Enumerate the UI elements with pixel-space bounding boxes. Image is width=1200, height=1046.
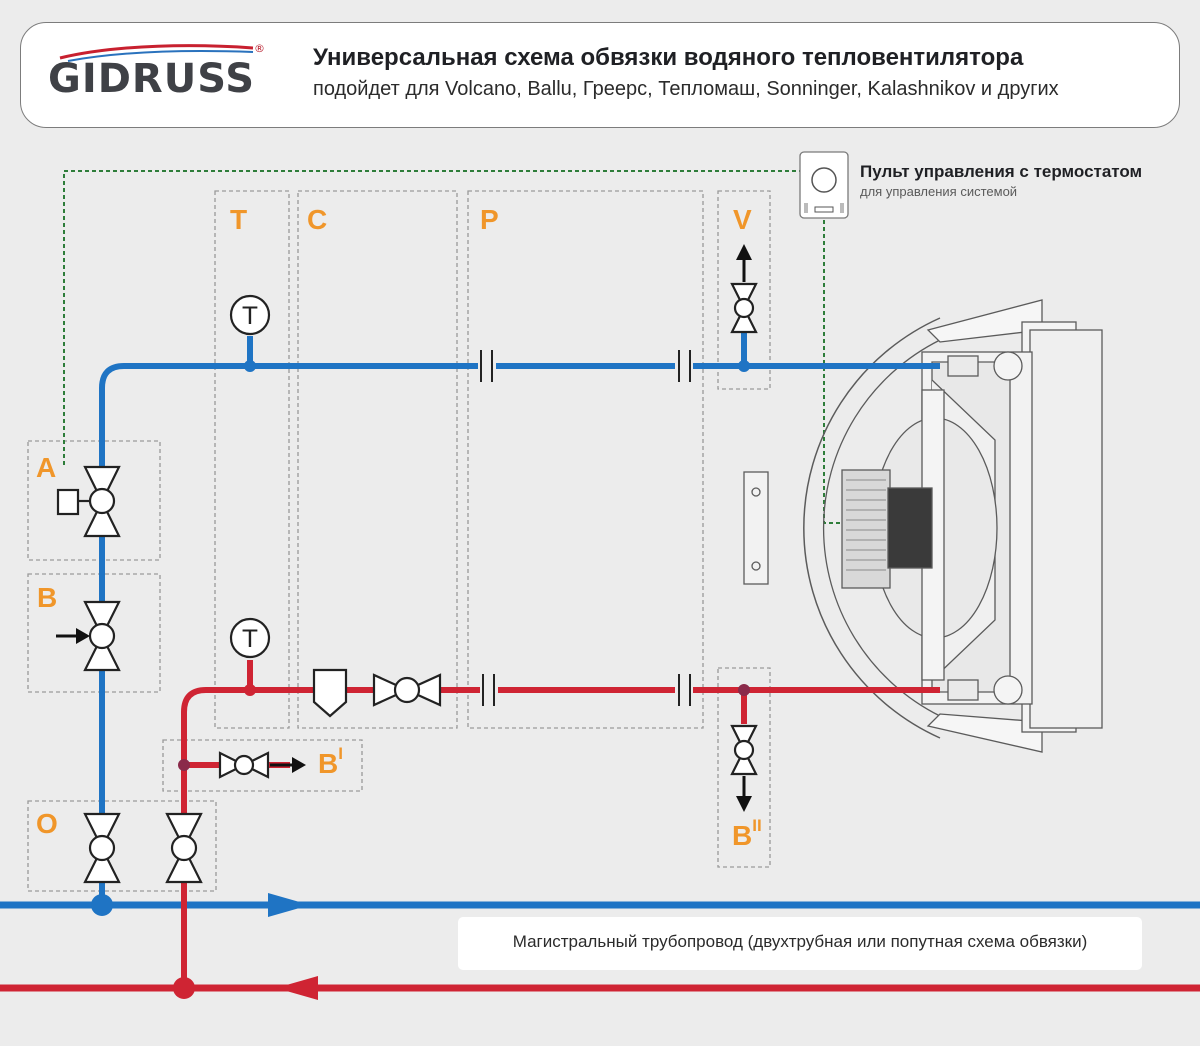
- gidruss-logo: GIDRUSS ®: [48, 42, 278, 114]
- shutoff-valve-c[interactable]: [372, 673, 442, 707]
- zone-box-t: [214, 190, 290, 729]
- balancing-valve-b[interactable]: [83, 600, 121, 672]
- zone-box-b2: [717, 667, 771, 868]
- return-drain-tap-2: [738, 684, 750, 696]
- shutoff-valve-o-return[interactable]: [165, 812, 203, 884]
- header-panel: [20, 22, 1180, 128]
- air-vent-arrow-icon: [736, 244, 752, 282]
- strainer-filter-c[interactable]: [312, 668, 348, 718]
- drain-valve-b1-arrow-icon: [270, 757, 306, 773]
- zone-label-o: O: [36, 808, 58, 839]
- main-return-pipe: [0, 976, 1200, 1000]
- zone-label-t: T: [230, 204, 248, 235]
- page-subtitle: подойдет для Volcano, Ballu, Грeерс, Теп…: [313, 78, 1059, 100]
- thermometer-return-label: T: [242, 625, 258, 653]
- zone-label-b1: BI: [318, 744, 343, 780]
- main-pipe-caption-box: Магистральный трубопровод (двухтрубная и…: [458, 917, 1142, 970]
- main-pipe-caption: Магистральный трубопровод (двухтрубная и…: [512, 932, 1088, 951]
- supply-vent-tap: [738, 360, 750, 372]
- control-panel-title: Пульт управления с термостатом: [860, 162, 1143, 181]
- air-vent-valve-v[interactable]: [730, 282, 758, 334]
- zone-label-a: A: [36, 452, 57, 483]
- flex-connectors: [478, 350, 693, 706]
- main-supply-pipe: [0, 893, 1200, 917]
- zone-label-c: C: [307, 204, 328, 235]
- logo-text: GIDRUSS: [48, 56, 256, 102]
- thermometer-supply-label: T: [242, 302, 258, 330]
- drain-valve-b2-arrow-icon: [736, 776, 752, 812]
- motorized-valve-a[interactable]: [56, 465, 121, 538]
- zone-box-b: [27, 573, 161, 693]
- shutoff-valve-o-supply[interactable]: [83, 812, 121, 884]
- return-drain-tap: [178, 759, 190, 771]
- control-panel-subtitle: для управления системой: [860, 184, 1018, 199]
- zone-box-o: [27, 800, 217, 892]
- zone-label-b2-superscript: II: [752, 816, 762, 835]
- zone-box-c: [297, 190, 458, 729]
- thermometer-supply: [229, 294, 271, 336]
- return-thermometer-tap: [244, 684, 256, 696]
- zone-label-b1-superscript: I: [338, 744, 343, 763]
- control-cable: [63, 170, 880, 524]
- zone-label-b2: BII: [732, 816, 762, 852]
- supply-tee-junction: [91, 894, 113, 916]
- zone-label-b1-letter: B: [318, 748, 339, 779]
- zone-box-p: [467, 190, 704, 729]
- page-title: Универсальная схема обвязки водяного теп…: [313, 44, 1024, 71]
- supply-thermometer-tap: [244, 360, 256, 372]
- thermometer-return: [229, 617, 271, 659]
- fan-heater-unit: [743, 299, 1103, 753]
- drain-valve-b1[interactable]: [218, 751, 270, 779]
- zone-label-v: V: [733, 204, 752, 235]
- zone-label-b2-letter: B: [732, 820, 753, 851]
- zone-label-b: B: [37, 582, 58, 613]
- zone-boxes: [27, 190, 771, 892]
- return-tee-junction: [173, 977, 195, 999]
- zone-box-a: [27, 440, 161, 561]
- thermostat-control-panel[interactable]: [799, 151, 849, 219]
- supply-branch-pipe: [99, 332, 940, 905]
- logo-swoosh-icon: [59, 44, 254, 62]
- zone-box-v: [717, 190, 771, 390]
- drain-valve-b2[interactable]: [730, 724, 758, 776]
- zone-box-b1: [162, 739, 363, 792]
- zone-label-p: P: [480, 204, 499, 235]
- balancing-valve-arrow-icon: [56, 628, 90, 644]
- logo-registered-mark: ®: [254, 42, 265, 55]
